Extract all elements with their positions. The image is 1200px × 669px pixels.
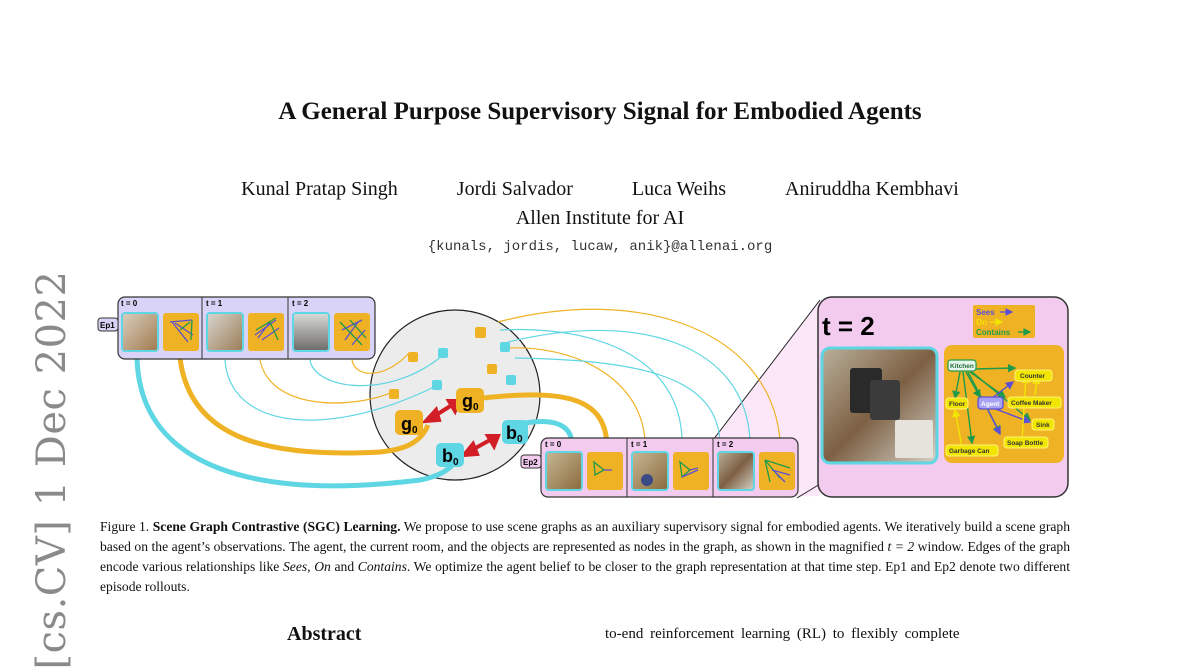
legend-on: On bbox=[976, 318, 987, 327]
svg-text:b: b bbox=[442, 446, 453, 466]
link-curve bbox=[514, 357, 721, 441]
caption-text: , bbox=[307, 559, 315, 574]
belief-dot bbox=[500, 342, 510, 352]
paper-title: A General Purpose Supervisory Signal for… bbox=[278, 98, 922, 125]
caption-text: and bbox=[330, 559, 358, 574]
link-curve bbox=[224, 359, 441, 421]
node-g0-ep2: g 0 bbox=[456, 388, 484, 413]
timestep-label: t = 0 bbox=[545, 440, 562, 449]
scene-graph-thumbnail bbox=[673, 452, 709, 490]
svg-text:0: 0 bbox=[412, 425, 418, 436]
author: Aniruddha Kembhavi bbox=[785, 178, 959, 200]
link-curve bbox=[497, 308, 781, 441]
svg-text:0: 0 bbox=[453, 457, 459, 468]
svg-text:b: b bbox=[506, 423, 517, 443]
legend-sees: Sees bbox=[976, 308, 995, 317]
timestep-label: t = 1 bbox=[206, 299, 223, 308]
relation-contains: Contains bbox=[357, 559, 407, 574]
timestep-label: t = 2 bbox=[717, 440, 734, 449]
author: Jordi Salvador bbox=[456, 178, 573, 200]
relation-legend: Sees On Contains bbox=[973, 305, 1035, 338]
caption-title: Scene Graph Contrastive (SGC) Learning. bbox=[152, 519, 401, 534]
ep1-strip: Ep1 t = 0 t = 1 t = 2 bbox=[97, 296, 376, 360]
contrastive-arrow bbox=[459, 434, 501, 458]
observation-thumbnail bbox=[206, 312, 244, 352]
caption-text: . We optimize the agent belief to be clo… bbox=[100, 559, 1070, 594]
graph-node-agent: Agent bbox=[981, 401, 1000, 408]
svg-text:0: 0 bbox=[473, 402, 479, 413]
observation-thumbnail bbox=[631, 451, 669, 491]
node-b0-ep1: b 0 bbox=[436, 443, 464, 468]
graph-node-soap-bottle: Soap Bottle bbox=[1007, 440, 1043, 447]
link-curve bbox=[507, 329, 751, 441]
ep1-obs-curve bbox=[134, 357, 465, 489]
ep1-label: Ep1 bbox=[100, 321, 115, 330]
belief-dot bbox=[487, 364, 497, 374]
graph-node-counter: Counter bbox=[1020, 373, 1045, 380]
belief-dot bbox=[506, 375, 516, 385]
scene-graph-thumbnail bbox=[334, 313, 370, 351]
caption-math: t = 2 bbox=[887, 539, 915, 554]
svg-text:g: g bbox=[462, 391, 473, 411]
column-2-text: to-end reinforcement learning (RL) to fl… bbox=[605, 626, 960, 642]
node-b0-ep2: b 0 bbox=[502, 420, 528, 445]
link-curve bbox=[259, 359, 394, 404]
author-emails: {kunals, jordis, lucaw, anik}@allenai.or… bbox=[427, 239, 773, 255]
figure-caption: Figure 1. Scene Graph Contrastive (SGC) … bbox=[100, 517, 1070, 597]
author-list: Kunal Pratap Singh Jordi Salvador Luca W… bbox=[0, 178, 1200, 201]
ep2-graph-curve bbox=[482, 392, 610, 446]
caption-text: We propose to use scene graphs as an aux… bbox=[100, 519, 1070, 554]
graph-node-coffee-maker: Coffee Maker bbox=[1011, 400, 1052, 407]
timestep-label: t = 1 bbox=[631, 440, 648, 449]
author: Luca Weihs bbox=[631, 178, 726, 200]
relation-sees: Sees bbox=[282, 559, 308, 574]
affiliation: Allen Institute for AI bbox=[515, 207, 685, 229]
scene-graph-thumbnail bbox=[587, 452, 623, 490]
belief-dot bbox=[408, 352, 418, 362]
figure-label: Figure 1. bbox=[100, 519, 150, 534]
figure-1: g 0 g 0 b 0 b 0 Ep1 t = 0 t = 1 t = 2 bbox=[97, 296, 1069, 499]
abstract-heading: Abstract bbox=[287, 623, 362, 645]
ep2-strip: Ep2 t = 0 t = 1 t = 2 bbox=[520, 437, 799, 498]
author: Kunal Pratap Singh bbox=[241, 178, 398, 200]
scene-graph-thumbnail bbox=[248, 313, 284, 351]
observation-thumbnail bbox=[121, 312, 159, 352]
contrastive-arrow bbox=[421, 399, 462, 424]
svg-text:g: g bbox=[401, 414, 412, 434]
magnified-timestep-label: t = 2 bbox=[822, 311, 875, 341]
observation-thumbnail bbox=[545, 451, 583, 491]
graph-node-kitchen: Kitchen bbox=[950, 363, 974, 370]
timestep-label: t = 2 bbox=[292, 299, 309, 308]
belief-dot bbox=[389, 389, 399, 399]
link-curve bbox=[309, 354, 444, 387]
scene-graph-thumbnail bbox=[163, 313, 199, 351]
graph-node-garbage-can: Garbage Can bbox=[949, 448, 989, 455]
node-g0-ep1: g 0 bbox=[395, 410, 423, 436]
ep1-graph-curve bbox=[177, 357, 431, 456]
timestep-label: t = 0 bbox=[121, 299, 138, 308]
link-curve bbox=[351, 351, 411, 374]
observation-thumbnail bbox=[717, 451, 755, 491]
svg-text:0: 0 bbox=[517, 434, 523, 445]
legend-contains: Contains bbox=[976, 328, 1011, 337]
graph-node-sink: Sink bbox=[1036, 422, 1050, 429]
belief-dot bbox=[432, 380, 442, 390]
link-curve bbox=[499, 328, 683, 441]
relation-on: On bbox=[314, 559, 331, 574]
caption-text: window. Edges of the graph encode variou… bbox=[100, 539, 1070, 574]
magnified-window: t = 2 Sees On Contains bbox=[817, 296, 1069, 498]
link-curve bbox=[506, 347, 646, 441]
belief-dot bbox=[438, 348, 448, 358]
observation-thumbnail bbox=[292, 312, 330, 352]
belief-dot bbox=[475, 327, 486, 338]
graph-node-floor: Floor bbox=[949, 401, 966, 408]
ep2-label: Ep2 bbox=[523, 458, 538, 467]
